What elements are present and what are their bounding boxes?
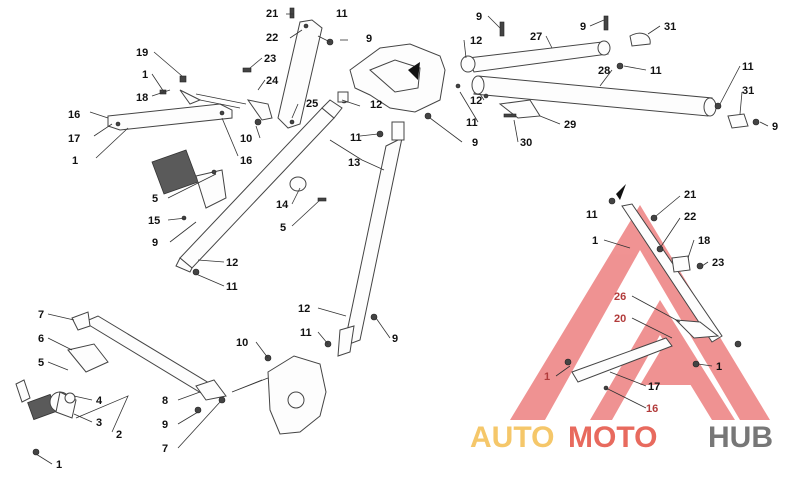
callout-11: 11	[300, 327, 312, 339]
callout-5: 5	[38, 357, 44, 369]
callout-18: 18	[698, 235, 710, 247]
callout-6: 6	[38, 333, 44, 345]
actuator-motor	[15, 343, 109, 456]
callout-1: 1	[142, 69, 148, 81]
callout-1: 1	[56, 459, 62, 471]
callout-16: 16	[240, 155, 252, 167]
left-diagonal-tube	[175, 91, 349, 276]
upper-right-tubes	[455, 15, 760, 129]
engine-mount-block	[231, 354, 327, 435]
callout-11: 11	[350, 132, 362, 144]
callout-23: 23	[712, 257, 724, 269]
frame-center-head	[349, 43, 446, 138]
leader-lines	[35, 13, 769, 465]
callout-7: 7	[162, 443, 168, 455]
callout-30: 30	[520, 137, 532, 149]
callout-22: 22	[684, 211, 696, 223]
callout-5: 5	[280, 222, 286, 234]
callout-25: 25	[306, 98, 318, 110]
callout-9: 9	[472, 137, 478, 149]
callout-5: 5	[152, 193, 158, 205]
lower-left-arm	[71, 311, 227, 414]
callout-31: 31	[664, 21, 676, 33]
callout-22: 22	[266, 32, 278, 44]
callout-9: 9	[152, 237, 158, 249]
callout-31: 31	[742, 85, 754, 97]
callout-15: 15	[148, 215, 160, 227]
callout-9: 9	[476, 11, 482, 23]
callout-11: 11	[336, 8, 348, 20]
callout-20: 20	[614, 313, 626, 325]
callout-labels: 21 11 22 9 23 24 25 19 1 18 16 17 1 10 1…	[38, 8, 778, 471]
callout-28: 28	[598, 65, 610, 77]
callout-26: 26	[614, 291, 626, 303]
callout-12: 12	[226, 257, 238, 269]
callout-12: 12	[370, 99, 382, 111]
callout-9: 9	[580, 21, 586, 33]
callout-29: 29	[564, 119, 576, 131]
callout-9: 9	[162, 419, 168, 431]
callout-9: 9	[366, 33, 372, 45]
callout-12: 12	[298, 303, 310, 315]
callout-19: 19	[136, 47, 148, 59]
watermark-logo	[510, 205, 770, 420]
callout-1: 1	[544, 371, 550, 383]
callout-9: 9	[772, 121, 778, 133]
front-left-bracket	[107, 75, 233, 131]
control-module	[151, 149, 227, 221]
callout-10: 10	[236, 337, 248, 349]
center-vertical-tube	[324, 121, 405, 357]
rubber-cap	[289, 176, 327, 202]
right-side-bracket	[564, 184, 742, 391]
callout-17: 17	[648, 381, 660, 393]
callout-21: 21	[684, 189, 696, 201]
callout-11: 11	[586, 209, 598, 221]
callout-3: 3	[96, 417, 102, 429]
watermark-moto: MOTO	[568, 421, 657, 454]
callout-2: 2	[116, 429, 122, 441]
callout-9: 9	[392, 333, 398, 345]
callout-24: 24	[266, 75, 279, 87]
callout-11: 11	[650, 65, 662, 77]
callout-14: 14	[276, 199, 289, 211]
callout-1: 1	[716, 361, 722, 373]
callout-13: 13	[348, 157, 360, 169]
callout-17: 17	[68, 133, 80, 145]
upper-mount-plate	[242, 7, 334, 129]
callout-12: 12	[470, 95, 482, 107]
callout-21: 21	[266, 8, 278, 20]
callout-11: 11	[226, 281, 238, 293]
watermark-auto: AUTO	[470, 421, 554, 454]
callout-4: 4	[96, 395, 103, 407]
callout-23: 23	[264, 53, 276, 65]
callout-7: 7	[38, 309, 44, 321]
callout-27: 27	[530, 31, 542, 43]
callout-8: 8	[162, 395, 168, 407]
callout-18: 18	[136, 92, 148, 104]
callout-1: 1	[592, 235, 598, 247]
callout-16: 16	[68, 109, 80, 121]
callout-16: 16	[646, 403, 658, 415]
watermark-hub: HUB	[708, 421, 773, 454]
callout-1: 1	[72, 155, 78, 167]
callout-11: 11	[742, 61, 754, 73]
callout-10: 10	[240, 133, 252, 145]
callout-11: 11	[466, 117, 478, 129]
callout-12: 12	[470, 35, 482, 47]
